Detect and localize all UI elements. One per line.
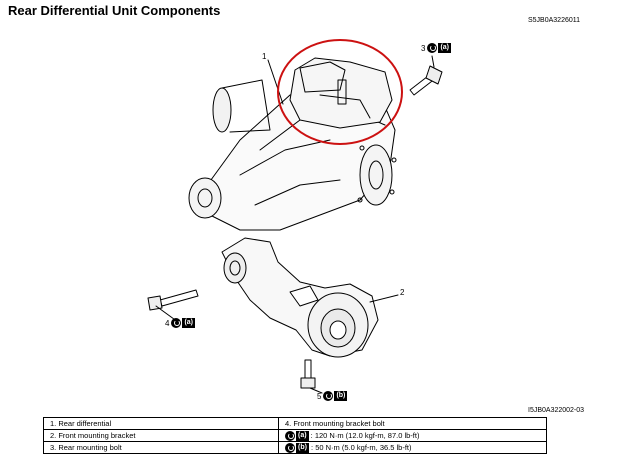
legend-cell: 1. Rear differential (43, 417, 279, 430)
legend-torque-text: 50 N·m (5.0 kgf-m, 36.5 lb-ft) (315, 443, 412, 453)
tightening-torque-icon: (b) (285, 443, 309, 454)
callout-2: 2 (400, 288, 405, 297)
page-title: Rear Differential Unit Components (8, 3, 221, 18)
callout-4-number: 4 (165, 318, 170, 328)
figure-code-bottom: I5JB0A322002-03 (528, 407, 585, 414)
bracket-bolt-5 (300, 359, 316, 389)
tightening-torque-icon: (a) (171, 318, 196, 328)
legend-cell: 4. Front mounting bracket bolt (278, 417, 547, 430)
tightening-torque-icon: (b) (323, 391, 348, 401)
legend-row: 3. Rear mounting bolt (b) : 50 N·m (5.0 … (43, 441, 547, 455)
legend-cell: 2. Front mounting bracket (43, 428, 279, 443)
legend-torque-value: : (311, 443, 316, 453)
callout-1: 1 (262, 52, 267, 61)
callout-5: 5 (b) (317, 391, 348, 401)
legend-cell: (b) : 50 N·m (5.0 kgf-m, 36.5 lb-ft) (278, 441, 547, 455)
legend-torque-value: : (310, 431, 315, 440)
callout-4: 4 (a) (165, 318, 196, 328)
rear-differential (188, 57, 397, 231)
front-mounting-bracket (221, 237, 379, 358)
legend-cell: 3. Rear mounting bolt (43, 441, 279, 455)
callout-3-number: 3 (421, 43, 426, 53)
legend-row: 1. Rear differential 4. Front mounting b… (43, 417, 547, 430)
front-mounting-bracket-bolt-4 (147, 289, 199, 311)
rear-mounting-bolt-3 (409, 65, 443, 96)
tightening-torque-icon: (a) (427, 43, 452, 53)
tightening-torque-icon: (a) (285, 431, 309, 442)
legend-table: 1. Rear differential 4. Front mounting b… (43, 417, 547, 455)
figure-code-top: S5JB0A3226011 (528, 17, 581, 24)
callout-3: 3 (a) (421, 43, 452, 53)
legend-cell: (a) : 120 N·m (12.0 kgf-m, 87.0 lb-ft) (278, 428, 547, 443)
legend-row: 2. Front mounting bracket (a) : 120 N·m … (43, 428, 547, 443)
legend-torque-text: 120 N·m (12.0 kgf-m, 87.0 lb-ft) (314, 431, 420, 440)
highlight-circle (277, 39, 403, 145)
callout-5-number: 5 (317, 391, 322, 401)
